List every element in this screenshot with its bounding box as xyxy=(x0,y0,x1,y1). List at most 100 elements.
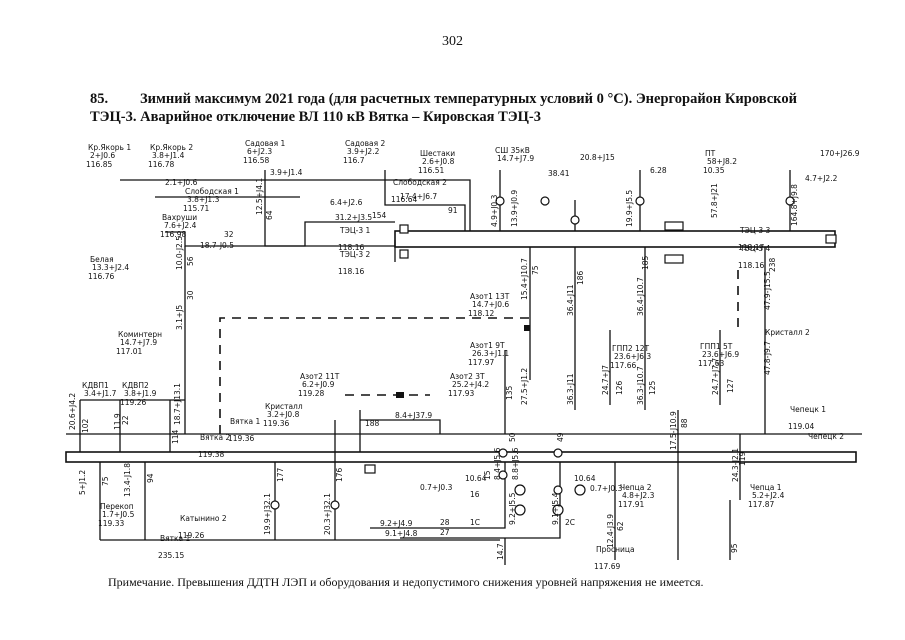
node-name: ТЭЦ-3 1 xyxy=(339,226,371,235)
node-load: 2.6+J0.8 xyxy=(422,157,455,166)
power-flow: 18.7-J0.5 xyxy=(200,241,234,250)
line-number: 127 xyxy=(726,378,735,393)
power-flow: 4.7+J2.2 xyxy=(805,174,838,183)
line-number: 154 xyxy=(372,211,387,220)
node-load: 14.7+J0.6 xyxy=(472,300,509,309)
line-number: 56 xyxy=(186,256,195,266)
line-flow-value: 13.9+J0.9 xyxy=(510,190,519,227)
line-flow-value: 36.3-J11 xyxy=(566,373,575,405)
node-voltage: 116.7 xyxy=(343,156,365,165)
node-name: КДВП2 xyxy=(122,381,149,390)
line-flow-value: 36.3-J10.7 xyxy=(636,366,645,405)
generator xyxy=(514,504,526,516)
node-name: Кристалл xyxy=(265,402,303,411)
node-name: Садовая 1 xyxy=(245,139,286,148)
node-load: 23.6+J6.3 xyxy=(614,352,651,361)
node-name: Кр.Якорь 2 xyxy=(150,143,193,152)
line-number: 177 xyxy=(276,467,285,482)
node-name: Азот2 11Т xyxy=(300,372,340,381)
line-number: 126 xyxy=(615,380,624,395)
bus-vyatka-lower xyxy=(65,451,857,463)
node-load: 3.2+J0.8 xyxy=(267,410,300,419)
line-number: 188 xyxy=(365,419,380,428)
node-name: ТЭЦ-3 4 xyxy=(739,244,771,253)
line-number: 238 xyxy=(768,257,777,272)
switch xyxy=(495,196,505,206)
line-flow-value: 27.5+J1.2 xyxy=(520,368,529,405)
node-voltage: 119.28 xyxy=(298,389,324,398)
line-flow-value: 11.9 xyxy=(113,413,122,430)
line-flow-value: 9.1+J5.4 xyxy=(551,492,560,525)
transformer xyxy=(664,254,684,264)
page-number: 302 xyxy=(442,34,463,49)
line-flow-value: 18.7+J13.1 xyxy=(173,383,182,425)
power-flow: 9.2+J4.9 xyxy=(380,519,413,528)
line-number: 176 xyxy=(335,467,344,482)
line-number: 14.7 xyxy=(496,543,505,560)
node-name: ГПП1 5Т xyxy=(700,342,733,351)
node-name: Перекоп xyxy=(100,502,134,511)
node-load: 25.2+J4.2 xyxy=(452,380,489,389)
node-name: Белая xyxy=(90,255,114,264)
node-name: Азот2 3Т xyxy=(450,372,485,381)
line-flow-value: 164.8+J9.8 xyxy=(790,184,799,226)
node-voltage: 117.93 xyxy=(448,389,474,398)
power-flow: 3.9+J1.4 xyxy=(270,168,303,177)
node-voltage: 118.12 xyxy=(468,309,494,318)
node-load: 26.3+J1.1 xyxy=(472,349,509,358)
line-flow-value: 20.6+J4.2 xyxy=(68,393,77,430)
line-number: 186 xyxy=(576,270,585,285)
node-voltage: 117.97 xyxy=(468,358,494,367)
switch xyxy=(270,500,280,510)
disconnected-line-vyatka-tec3 xyxy=(219,317,530,434)
line-flow-value: 19.9+J32.1 xyxy=(263,493,272,535)
node-name: Вятка 2 xyxy=(200,433,231,442)
footnote: Примечание. Превышения ДДТН ЛЭП и оборуд… xyxy=(108,575,704,589)
node-voltage: 119.26 xyxy=(178,531,204,540)
transformer xyxy=(364,464,376,474)
line-flow-value: 20.3+J32.1 xyxy=(323,493,332,535)
line-flow-value: 24.7+J7 xyxy=(601,365,610,395)
node-voltage: 235.15 xyxy=(158,551,184,560)
line-number: 22 xyxy=(121,415,130,425)
line-number: 94 xyxy=(146,473,155,483)
heading-line-1: Зимний максимум 2021 года (для расчетных… xyxy=(140,91,797,107)
node-load: 58+J8.2 xyxy=(707,157,737,166)
node-load: 6.2+J0.9 xyxy=(302,380,335,389)
transformer xyxy=(825,234,837,244)
node-load: 3.8+J1.9 xyxy=(124,389,157,398)
node-voltage: 116.85 xyxy=(86,160,112,169)
node-voltage: 118.17 xyxy=(738,243,764,252)
node-name: Вятка 1 xyxy=(160,534,191,543)
node-voltage: 117.66 xyxy=(610,361,636,370)
line-flow-value: 47.9-J15.5 xyxy=(763,271,772,310)
node-load: 3.4+J1.7 xyxy=(84,389,117,398)
line-number: 75 xyxy=(101,476,110,486)
line-number: 49 xyxy=(556,432,565,442)
node-name: Коминтерн xyxy=(118,330,162,339)
breaker-open xyxy=(396,392,404,398)
line-number: 6.28 xyxy=(650,166,667,175)
generator xyxy=(552,504,564,516)
power-flow: 2.1+J0.6 xyxy=(165,178,198,187)
node-load: 5.2+J2.4 xyxy=(752,491,785,500)
heading: 85.Зимний максимум 2021 года (для расчет… xyxy=(90,90,870,126)
node-name: Катынино 2 xyxy=(180,514,227,523)
node-voltage: 116.98 xyxy=(160,230,186,239)
line-number: 28 xyxy=(440,518,450,527)
line-flow-value: 24.3-J2.1 xyxy=(731,448,740,482)
line-number: 88 xyxy=(680,418,689,428)
node-load: 6+J2.3 xyxy=(247,147,272,156)
node-voltage: 10.35 xyxy=(703,166,725,175)
node-name: Чепецк 1 xyxy=(790,405,826,414)
generator xyxy=(574,484,586,496)
node-load: 14.7+J7.9 xyxy=(120,338,157,347)
switch xyxy=(540,196,550,206)
switch xyxy=(570,215,580,225)
node-name: Вахруши xyxy=(162,213,197,222)
node-voltage: 117.01 xyxy=(116,347,142,356)
line-flow-value: 24.7+J7.7 xyxy=(711,358,720,395)
switch xyxy=(498,470,508,480)
line-shestaki xyxy=(384,170,466,231)
